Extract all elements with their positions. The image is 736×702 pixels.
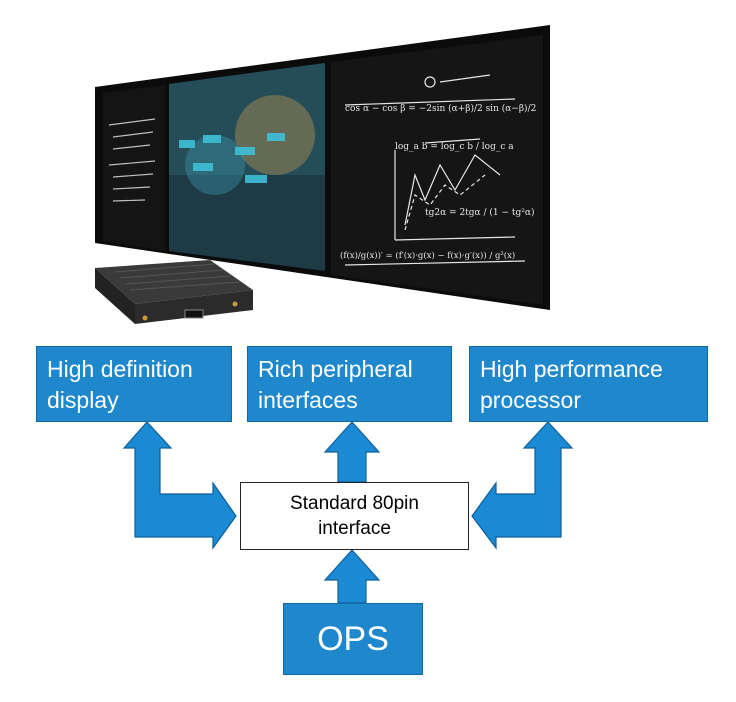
rich-peripheral-line2: interfaces xyxy=(258,387,358,413)
high-performance-line1: High performance xyxy=(480,356,663,382)
high-definition-display-box: High definition display xyxy=(36,346,232,422)
rich-peripheral-line1: Rich peripheral xyxy=(258,356,413,382)
arrow-from-ops xyxy=(323,549,381,604)
high-performance-processor-box: High performance processor xyxy=(469,346,708,422)
arrow-to-high-definition xyxy=(122,421,237,550)
interface-line1: Standard 80pin xyxy=(290,493,419,514)
board-eq-trig: cos α − cos β = −2sin (α+β)/2 sin (α−β)/… xyxy=(345,103,536,114)
arrow-to-rich-peripheral xyxy=(323,421,381,483)
high-performance-line2: processor xyxy=(480,387,581,413)
ops-box: OPS xyxy=(283,603,423,675)
high-definition-line1: High definition xyxy=(47,356,193,382)
board-eq-log: log_a b = log_c b / log_c a xyxy=(395,142,514,152)
arrow-to-high-performance xyxy=(471,421,574,550)
standard-80pin-interface-box: Standard 80pin interface xyxy=(240,482,469,550)
rich-peripheral-interfaces-box: Rich peripheral interfaces xyxy=(247,346,452,422)
interactive-blackboard-image: cos α − cos β = −2sin (α+β)/2 sin (α−β)/… xyxy=(95,25,550,310)
board-eq-quotient: (f(x)/g(x))′ = (f′(x)·g(x) − f(x)·g′(x))… xyxy=(340,250,515,261)
high-definition-line2: display xyxy=(47,387,119,413)
interface-line2: interface xyxy=(318,518,391,539)
board-eq-tan: tg2α = 2tgα / (1 − tg²α) xyxy=(425,207,534,218)
ops-module-image xyxy=(85,258,255,336)
board-left-panel xyxy=(103,85,165,251)
